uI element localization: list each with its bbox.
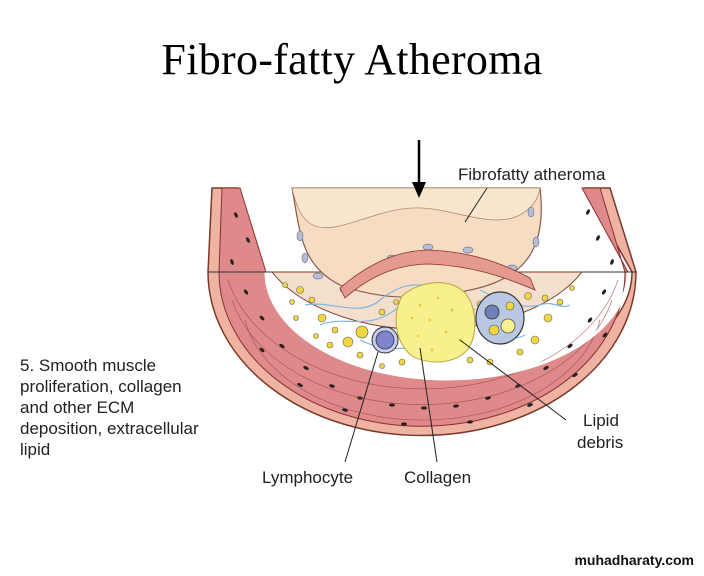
stage-line: proliferation, collagen [20, 377, 182, 396]
down-arrow-icon [412, 140, 426, 198]
label-collagen: Collagen [404, 468, 471, 487]
internal-elastic-lamina [264, 271, 630, 381]
lipid-droplets [282, 282, 575, 369]
stage-description: 5. Smooth muscle proliferation, collagen… [20, 355, 260, 460]
label-debris: debris [577, 433, 623, 452]
stage-line: lipid [20, 440, 51, 459]
label-lipid: Lipid [583, 411, 619, 430]
stage-line: and other ECM [20, 398, 135, 417]
stage-line: 5. Smooth muscle [20, 356, 157, 375]
lipid-core [395, 282, 476, 363]
smooth-muscle-cap [339, 249, 536, 299]
foam-cell-cluster [475, 291, 525, 345]
diagram-title: Fibro-fatty Atheroma [161, 35, 543, 84]
wall-fibers [227, 279, 619, 421]
label-lymphocyte: Lymphocyte [262, 468, 353, 487]
watermark: muhadharaty.com [574, 552, 694, 568]
stage-line: deposition, extracellular [20, 419, 199, 438]
leader-lines [344, 187, 567, 463]
lymphocyte-cells [355, 325, 399, 354]
label-fibrofatty-atheroma: Fibrofatty atheroma [458, 165, 606, 184]
